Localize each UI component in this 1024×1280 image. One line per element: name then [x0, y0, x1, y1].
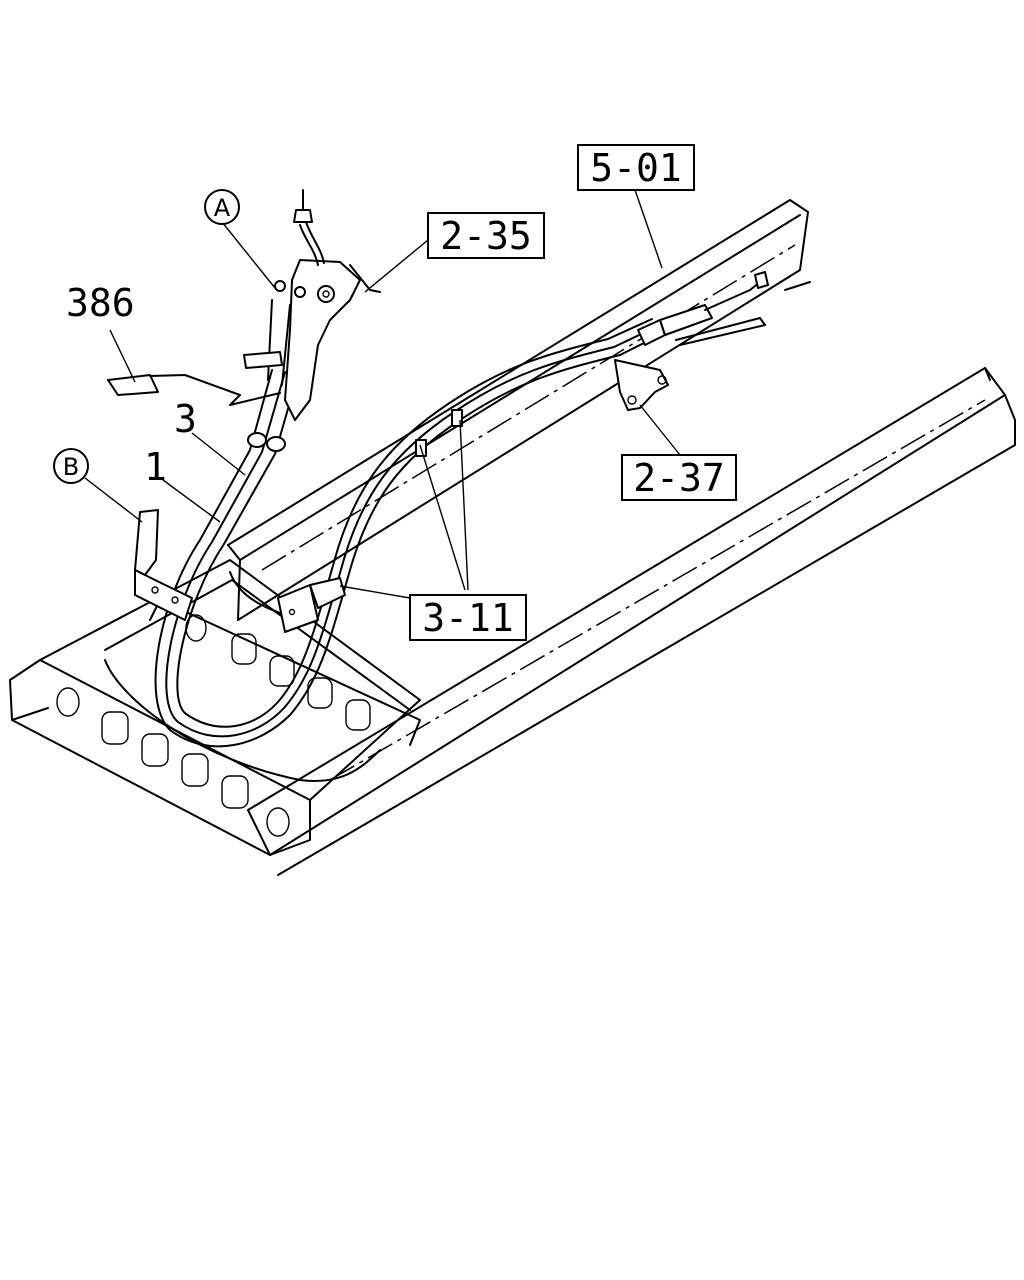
part-number-3: 3: [174, 397, 197, 441]
callout-2-37-label: 2-37: [633, 456, 725, 500]
part-386-plate: [107, 374, 281, 406]
bracket-b-clip: [134, 509, 193, 621]
detail-marker-a: A: [204, 189, 240, 225]
brake-lever-bracket: [243, 189, 381, 421]
callout-5-01-label: 5-01: [590, 146, 682, 190]
callout-2-37: 2-37: [621, 454, 737, 501]
rear-cross-member: [104, 571, 421, 782]
detail-marker-a-label: A: [214, 194, 231, 222]
callout-5-01: 5-01: [577, 144, 695, 191]
rear-bracket-and-adjuster: [614, 271, 769, 411]
callout-2-35: 2-35: [427, 212, 545, 259]
leader-lines: [84, 189, 681, 599]
callout-2-35-label: 2-35: [440, 214, 532, 258]
part-number-386: 386: [66, 281, 135, 325]
center-mount-bracket: [277, 577, 346, 633]
detail-marker-b: B: [53, 448, 89, 484]
callout-3-11-label: 3-11: [422, 596, 514, 640]
right-frame-rail: [247, 367, 1016, 876]
part-number-1: 1: [144, 445, 167, 489]
front-cross-member: [9, 559, 421, 856]
brake-cables: [154, 318, 661, 748]
detail-marker-b-label: B: [63, 453, 79, 481]
callout-3-11: 3-11: [409, 594, 527, 641]
